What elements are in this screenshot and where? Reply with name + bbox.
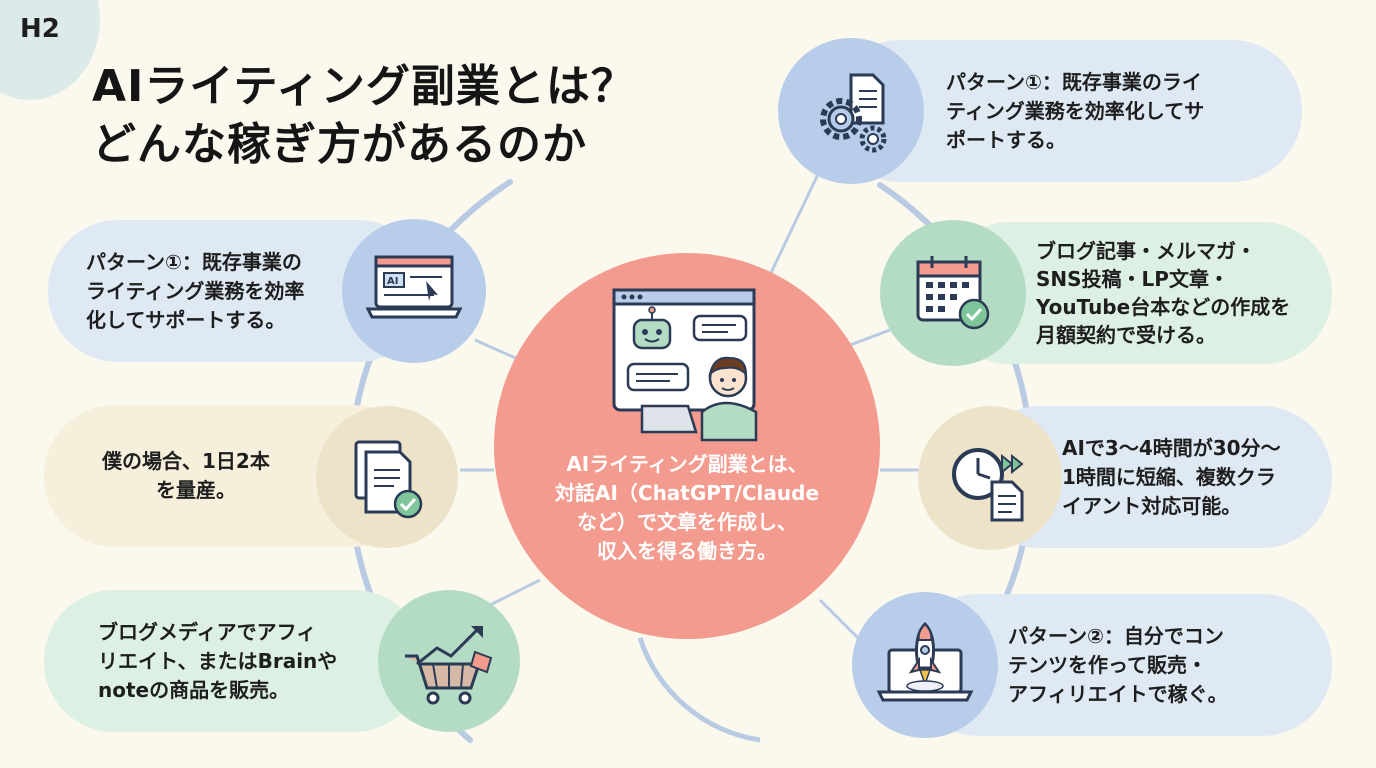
right-pill-2-text: ブログ記事・メルマガ・ SNS投稿・LP文章・ YouTube台本などの作成を … bbox=[1036, 239, 1291, 347]
right-pill-4-text: パターン②：自分でコン テンツを作って販売・ アフィリエイトで稼ぐ。 bbox=[1008, 623, 1228, 706]
left-pill-2-text: 僕の場合、1日2本 を量産。 bbox=[102, 449, 270, 502]
title-line-2: どんな稼ぎ方があるのか bbox=[92, 119, 587, 170]
left-pill-1-text: パターン①：既存事業の ライティング業務を効率 化してサポートする。 bbox=[86, 249, 305, 332]
right-pill-1-text: パターン①：既存事業のライ ティング業務を効率化してサ ポートする。 bbox=[946, 69, 1205, 152]
connector bbox=[818, 598, 862, 642]
bottom-ring-arc bbox=[637, 637, 761, 743]
connector bbox=[849, 328, 891, 347]
chat-illustration bbox=[606, 282, 776, 442]
rocket-laptop-icon bbox=[852, 592, 998, 738]
connector bbox=[768, 169, 822, 276]
gears-document-icon bbox=[778, 38, 924, 184]
laptop-ai-icon: AI bbox=[342, 219, 486, 363]
h2-label: H2 bbox=[20, 14, 60, 44]
svg-text:AI: AI bbox=[387, 276, 398, 287]
connector bbox=[474, 338, 521, 362]
left-pill-3: ブログメディアでアフィ リエイト、またはBrainや noteの商品を販売。 bbox=[44, 590, 424, 732]
clock-fast-icon bbox=[918, 406, 1062, 550]
left-pill-3-text: ブログメディアでアフィ リエイト、またはBrainや noteの商品を販売。 bbox=[98, 619, 338, 702]
calendar-check-icon bbox=[880, 220, 1026, 366]
documents-check-icon bbox=[316, 406, 458, 548]
page-title: AIライティング副業とは？ どんな稼ぎ方があるのか bbox=[92, 58, 636, 174]
right-pill-3-text: AIで3〜4時間が30分〜 1時間に短縮、複数クラ イアント対応可能。 bbox=[1062, 435, 1281, 518]
title-line-1: AIライティング副業とは？ bbox=[92, 61, 636, 112]
shopping-cart-icon bbox=[378, 590, 520, 732]
center-text: AIライティング副業とは、 対話AI（ChatGPT/Claude など）で文章… bbox=[554, 452, 820, 563]
